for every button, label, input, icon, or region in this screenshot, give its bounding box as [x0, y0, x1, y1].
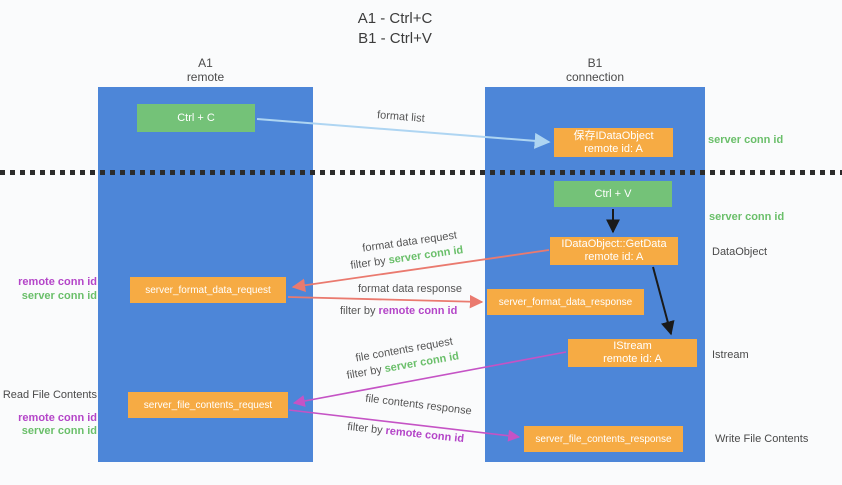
column-b-title: B1 — [587, 56, 603, 70]
ctrl-c-node: Ctrl + C — [137, 104, 255, 132]
remote-conn-id-text: remote conn id — [384, 424, 465, 446]
remote-conn-id-annotation-bottom: remote conn id — [18, 412, 97, 424]
column-a-header: A1 remote — [98, 56, 313, 84]
server-file-contents-response-label: server_file_contents_response — [535, 433, 672, 445]
istream-line2: remote id: A — [603, 353, 662, 365]
filter-by-text: filter by — [349, 255, 387, 272]
istream-node: IStream remote id: A — [568, 339, 697, 367]
istream-annotation: Istream — [712, 349, 749, 361]
server-format-data-response-label: server_format_data_response — [498, 296, 633, 308]
read-file-contents-annotation: Read File Contents — [2, 389, 97, 401]
getdata-line1: IDataObject::GetData — [561, 238, 667, 250]
dotted-separator-line — [0, 170, 842, 175]
format-list-arrow-label: format list — [376, 109, 426, 125]
format-data-response-arrow — [287, 294, 484, 309]
server-format-data-request-label: server_format_data_request — [145, 284, 271, 296]
ctrl-v-label: Ctrl + V — [594, 187, 632, 200]
remote-conn-id-annotation-top: remote conn id — [18, 276, 97, 288]
ctrl-v-node: Ctrl + V — [554, 181, 672, 207]
save-idataobject-node: 保存IDataObject remote id: A — [554, 128, 673, 157]
diagram-title: A1 - Ctrl+C B1 - Ctrl+V — [320, 9, 470, 49]
getdata-line2: remote id: A — [584, 251, 644, 263]
column-b-header: B1 connection — [485, 56, 705, 84]
dataobject-annotation: DataObject — [712, 246, 768, 258]
ctrl-c-label: Ctrl + C — [177, 111, 215, 124]
column-b-subtitle: connection — [565, 70, 625, 84]
server-conn-id-annotation-top: server conn id — [708, 134, 784, 146]
column-a-title: A1 — [198, 56, 213, 70]
file-contents-response-arrow-label: file contents response — [364, 392, 473, 418]
title-line-b1: B1 - Ctrl+V — [358, 30, 432, 47]
server-file-contents-request-label: server_file_contents_request — [143, 399, 273, 411]
server-file-contents-request-node: server_file_contents_request — [128, 392, 288, 418]
server-format-data-response-node: server_format_data_response — [487, 289, 644, 315]
server-conn-id-annotation-left-bottom: server conn id — [21, 425, 97, 437]
istream-line1: IStream — [613, 340, 652, 352]
server-conn-id-annotation-mid: server conn id — [709, 211, 785, 223]
server-file-contents-response-node: server_file_contents_response — [524, 426, 683, 452]
filter-by-text: filter by — [340, 305, 376, 317]
server-conn-id-annotation-left-top: server conn id — [21, 290, 97, 302]
column-a-subtitle: remote — [186, 70, 225, 84]
idataobject-getdata-node: IDataObject::GetData remote id: A — [550, 237, 678, 265]
filter-by-text: filter by — [346, 420, 384, 437]
save-idataobject-line2: remote id: A — [584, 142, 643, 155]
format-data-response-arrow-label: format data response — [358, 283, 462, 295]
server-format-data-request-node: server_format_data_request — [130, 277, 286, 303]
save-idataobject-line1: 保存IDataObject — [573, 129, 654, 142]
remote-conn-id-text: remote conn id — [378, 305, 458, 317]
write-file-contents-annotation: Write File Contents — [715, 433, 809, 445]
filter-by-text: filter by — [345, 363, 383, 382]
title-line-a1: A1 - Ctrl+C — [357, 10, 433, 27]
